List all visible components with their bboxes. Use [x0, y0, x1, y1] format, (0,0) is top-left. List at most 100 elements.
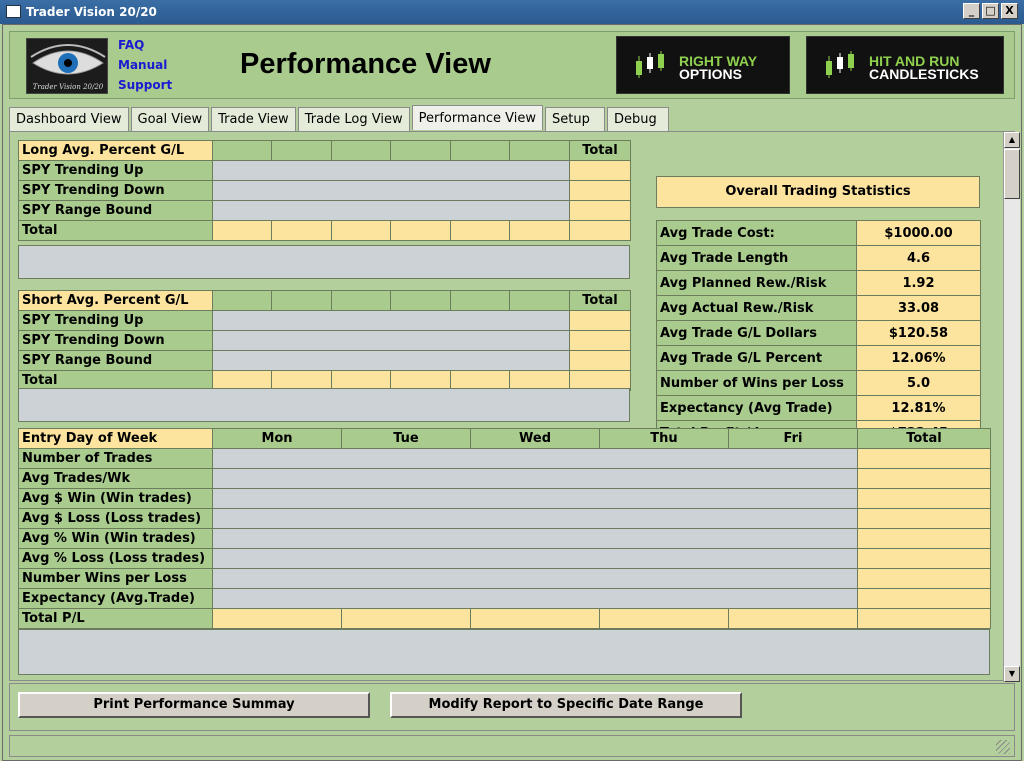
total-cell: [569, 200, 631, 221]
cells: [212, 310, 570, 331]
short-total-header: Total: [569, 290, 631, 311]
total-row-cell: [450, 370, 510, 391]
row-label: SPY Range Bound: [18, 350, 213, 371]
total-row-cell: [390, 220, 451, 241]
tab-performance-view[interactable]: Performance View: [411, 105, 543, 130]
total-cell: [569, 370, 631, 391]
long-avg-table: Long Avg. Percent G/L Total SPY Trending…: [18, 140, 631, 241]
day-header-wed: Wed: [470, 428, 600, 449]
scroll-down-icon[interactable]: ▼: [1004, 666, 1020, 682]
tab-setup[interactable]: Setup: [545, 107, 605, 131]
vertical-scrollbar[interactable]: ▲ ▼: [1003, 132, 1020, 682]
total-cell: [857, 508, 991, 529]
row-label: Number Wins per Loss: [18, 568, 213, 589]
stat-value: 5.0: [856, 370, 981, 396]
stat-label: Avg Trade Cost:: [656, 220, 857, 246]
cells: [212, 568, 858, 589]
tab-trade-log-view[interactable]: Trade Log View: [297, 107, 410, 131]
row-label: SPY Range Bound: [18, 200, 213, 221]
faq-link[interactable]: FAQ: [118, 38, 145, 52]
cells: [212, 330, 570, 351]
window-title: Trader Vision 20/20: [26, 5, 157, 19]
minimize-button[interactable]: _: [963, 3, 980, 19]
total-cell: [857, 588, 991, 609]
cells: [212, 508, 858, 529]
total-cell: [857, 468, 991, 489]
header-cell: [450, 140, 510, 161]
stat-label: Expectancy (Avg Trade): [656, 395, 857, 421]
stat-value: 33.08: [856, 295, 981, 321]
banner2-line1: HIT AND RUN: [869, 53, 960, 69]
tab-dashboard-view[interactable]: Dashboard View: [9, 107, 129, 131]
banner1-line2: OPTIONS: [679, 66, 743, 82]
short-table-title: Short Avg. Percent G/L: [18, 290, 213, 311]
total-row-cell: [341, 608, 471, 629]
day-header-tue: Tue: [341, 428, 471, 449]
title-bar: Trader Vision 20/20 _ □ X: [0, 0, 1024, 24]
total-row-cell: [271, 370, 332, 391]
total-row-cell: [450, 220, 510, 241]
scroll-up-icon[interactable]: ▲: [1004, 132, 1020, 148]
performance-panel: Long Avg. Percent G/L Total SPY Trending…: [9, 131, 1020, 682]
header-cell: [390, 290, 451, 311]
support-link[interactable]: Support: [118, 78, 173, 92]
stat-value: 1.92: [856, 270, 981, 296]
maximize-button[interactable]: □: [982, 3, 999, 19]
total-cell: [857, 568, 991, 589]
row-label: SPY Trending Up: [18, 310, 213, 331]
scroll-thumb[interactable]: [1004, 149, 1020, 199]
cells: [212, 200, 570, 221]
total-cell: [857, 528, 991, 549]
banner2-line2: CANDLESTICKS: [869, 66, 979, 82]
page-title: Performance View: [240, 48, 491, 80]
stat-label: Number of Wins per Loss: [656, 370, 857, 396]
stat-label: Avg Trade G/L Percent: [656, 345, 857, 371]
day-header-thu: Thu: [599, 428, 729, 449]
manual-link[interactable]: Manual: [118, 58, 168, 72]
total-row-cell: [212, 608, 342, 629]
stat-value: 12.06%: [856, 345, 981, 371]
total-row-cell: [509, 220, 570, 241]
total-row-cell: [470, 608, 600, 629]
stat-value: $1000.00: [856, 220, 981, 246]
status-bar: [9, 735, 1015, 757]
stats-table: Avg Trade Cost:$1000.00 Avg Trade Length…: [656, 220, 981, 446]
header-cell: [331, 290, 391, 311]
stat-value: 4.6: [856, 245, 981, 271]
row-label: SPY Trending Down: [18, 330, 213, 351]
total-row-cell: [331, 370, 391, 391]
print-performance-summary-button[interactable]: Print Performance Summay: [18, 692, 370, 718]
close-button[interactable]: X: [1001, 3, 1018, 19]
row-label: Avg $ Loss (Loss trades): [18, 508, 213, 529]
cells: [212, 160, 570, 181]
total-row-cell: [212, 220, 272, 241]
row-label: Expectancy (Avg.Trade): [18, 588, 213, 609]
total-cell: [857, 488, 991, 509]
header-cell: [390, 140, 451, 161]
long-table-title: Long Avg. Percent G/L: [18, 140, 213, 161]
total-cell: [857, 448, 991, 469]
tab-trade-view[interactable]: Trade View: [211, 107, 296, 131]
app-icon: [6, 5, 21, 18]
cells: [212, 350, 570, 371]
row-label: SPY Trending Up: [18, 160, 213, 181]
tab-debug[interactable]: Debug: [607, 107, 669, 131]
total-cell: [569, 330, 631, 351]
day-table-title: Entry Day of Week: [18, 428, 213, 449]
candlestick-icon: [636, 51, 664, 78]
modify-date-range-button[interactable]: Modify Report to Specific Date Range: [390, 692, 742, 718]
tab-goal-view[interactable]: Goal View: [130, 107, 210, 131]
candlestick-icon: [826, 51, 854, 78]
total-cell: [569, 220, 631, 241]
logo-text: Trader Vision 20/20: [32, 83, 104, 91]
total-row-cell: [331, 220, 391, 241]
row-label: Avg % Loss (Loss trades): [18, 548, 213, 569]
total-cell: [857, 608, 991, 629]
resize-grip-icon[interactable]: [996, 740, 1010, 754]
row-label: Total P/L: [18, 608, 213, 629]
header-cell: [212, 140, 272, 161]
stat-value: $120.58: [856, 320, 981, 346]
stat-label: Avg Trade G/L Dollars: [656, 320, 857, 346]
